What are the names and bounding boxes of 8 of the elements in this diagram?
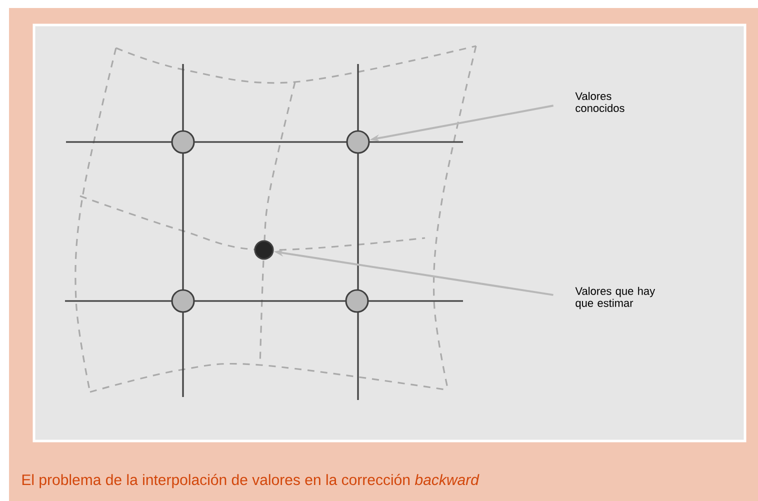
known-point <box>171 130 195 154</box>
caption: El problema de la interpolación de valores en la corrección backward <box>22 474 480 488</box>
estimated-point <box>254 240 274 260</box>
known-point <box>346 130 370 154</box>
known-point <box>171 289 195 313</box>
known-point <box>345 289 369 313</box>
label-text: Valores conocidos <box>575 92 624 112</box>
label-text: Valores que hay que estimar <box>575 286 656 310</box>
